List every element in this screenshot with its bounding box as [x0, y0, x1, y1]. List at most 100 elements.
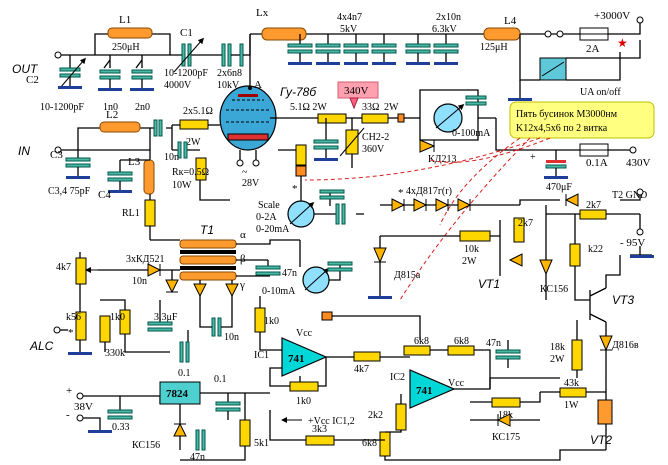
transistor-vt2: [597, 399, 613, 425]
r-5k1-label: 5k1: [254, 438, 269, 449]
capacitor-01b: [215, 401, 241, 406]
l3-label: L3: [128, 156, 141, 168]
c-01b-label: 0.1: [214, 374, 227, 385]
vt1-label: VT1: [478, 277, 500, 291]
r-1k0-a-label: 1k0: [110, 312, 125, 323]
c-10n-c-label: 10n: [224, 332, 239, 343]
c34-label: C3,4 75pF: [48, 186, 91, 197]
c-47n-b-label: 47n: [486, 338, 501, 349]
c-033-label: 0.33: [112, 422, 130, 433]
c-1n0-label: 1n0: [103, 102, 118, 113]
l2-label: L2: [106, 109, 118, 121]
ic2-label: IC2: [390, 372, 405, 383]
l1-value: 250μH: [112, 42, 140, 53]
ic1-label: IC1: [254, 350, 269, 361]
d815a-label: Д815а: [394, 270, 421, 281]
l4-value: 125μH: [480, 42, 508, 53]
resistor-6k8-c: [379, 431, 391, 457]
inductor-l3: [143, 159, 155, 195]
r-2x51-label: 2x5.1Ω: [183, 106, 213, 117]
kc156-b-label: КС156: [132, 440, 160, 451]
terminal-430v: [629, 146, 637, 154]
resistor-2k7-a: [513, 217, 525, 243]
r-33-watt: 2W: [384, 102, 399, 113]
vt3-label: VT3: [612, 293, 634, 307]
rk-label: Rк=0.5Ω: [172, 167, 209, 178]
scale-label: Scale: [258, 200, 280, 211]
resistor-3k3: [305, 435, 335, 446]
hv-label: +3000V: [594, 10, 630, 22]
inductor-lx: [261, 27, 307, 41]
alpha-label: α: [240, 229, 246, 241]
bank2-value: 2x10n: [436, 12, 461, 23]
capacitor-bank-2x10n: [405, 34, 459, 65]
resistor-330k: [99, 315, 111, 343]
resistor-2k2: [395, 403, 407, 431]
r-2k7-b-label: 2k7: [586, 200, 601, 211]
l1-label: L1: [119, 14, 131, 26]
r-43k-watt: 1W: [564, 400, 579, 411]
lx-label: Lx: [256, 7, 269, 19]
c-2n0-label: 2n0: [135, 102, 150, 113]
diode-kd213: [419, 139, 436, 153]
c-47n-c-label: 47n: [190, 452, 205, 463]
capacitor-10n-c: [211, 317, 216, 337]
resistor-6k8-b: [447, 345, 475, 356]
resistor-18k: [491, 397, 521, 408]
tube-anode-label: A: [254, 79, 262, 91]
resistor-33: [361, 113, 389, 124]
c-2x6n8-label: 2x6n8: [217, 68, 242, 79]
resistor-rk: [195, 157, 207, 181]
svg-text:*: *: [68, 327, 74, 339]
transformer-t1-a: [179, 239, 237, 249]
r-2w-label: 2W: [186, 137, 201, 148]
tube-label: Гу-78б: [280, 85, 317, 99]
c3-label: C3: [50, 149, 63, 161]
capacitor-470u: [545, 164, 567, 169]
c4-label: C4: [98, 189, 111, 201]
resistor-shunt: [295, 144, 307, 166]
r-k56-label: k56: [66, 312, 81, 323]
meter-100ma-label: 0-100mA: [452, 128, 491, 139]
r-3k3-label: 3k3: [312, 424, 327, 435]
resistor-5k1: [239, 419, 251, 447]
inductor-l4: [483, 27, 521, 41]
opamp-ic1: [281, 337, 328, 377]
rl1-label: RL1: [122, 208, 140, 219]
beta-label: β: [240, 253, 246, 265]
resistor-43k: [559, 387, 587, 398]
l4-label: L4: [504, 15, 517, 27]
capacitor-c1: [181, 43, 186, 67]
capacitor-bank-4x4n7: [287, 34, 397, 65]
scale-range: 0-2A: [256, 212, 277, 223]
minus-label: -: [66, 409, 70, 421]
r-1k0-c-label: 1k0: [296, 396, 311, 407]
r-k22-label: k22: [588, 244, 603, 255]
capacitor-screen-a: [313, 139, 339, 144]
kd213-label: КД213: [428, 154, 457, 165]
r-43k-label: 43k: [564, 378, 579, 389]
r-2k2-label: 2k2: [368, 410, 383, 421]
resistor-4k7-b: [353, 351, 381, 362]
v95-label: - 95V: [620, 237, 645, 249]
transformer-t1-c: [179, 271, 237, 281]
resistor-k56: [75, 311, 87, 341]
r-330k-label: 330k: [105, 348, 125, 359]
capacitor-2x6n8-a: [221, 43, 226, 67]
c1-value: 10-1200pF: [164, 68, 208, 79]
kc156-a-label: КС156: [540, 284, 568, 295]
r-10k-watt: 2W: [462, 256, 477, 267]
rk-watt: 10W: [172, 180, 192, 191]
r-2k7-a-label: 2k7: [518, 218, 533, 229]
d816b-label: Д816в: [612, 340, 639, 351]
c-01-label: 0.1: [178, 368, 191, 379]
resistor-k22: [569, 243, 581, 267]
out-label: OUT: [12, 62, 39, 76]
d-3xkd521-label: 3хКД521: [126, 254, 165, 265]
r-6k8-c-label: 6k8: [362, 438, 377, 449]
c-470u-label: 470μF: [546, 182, 572, 193]
resistor-1k0-c: [289, 381, 319, 392]
transformer-t1-b: [179, 255, 237, 265]
capacitor-c3: [65, 157, 91, 162]
